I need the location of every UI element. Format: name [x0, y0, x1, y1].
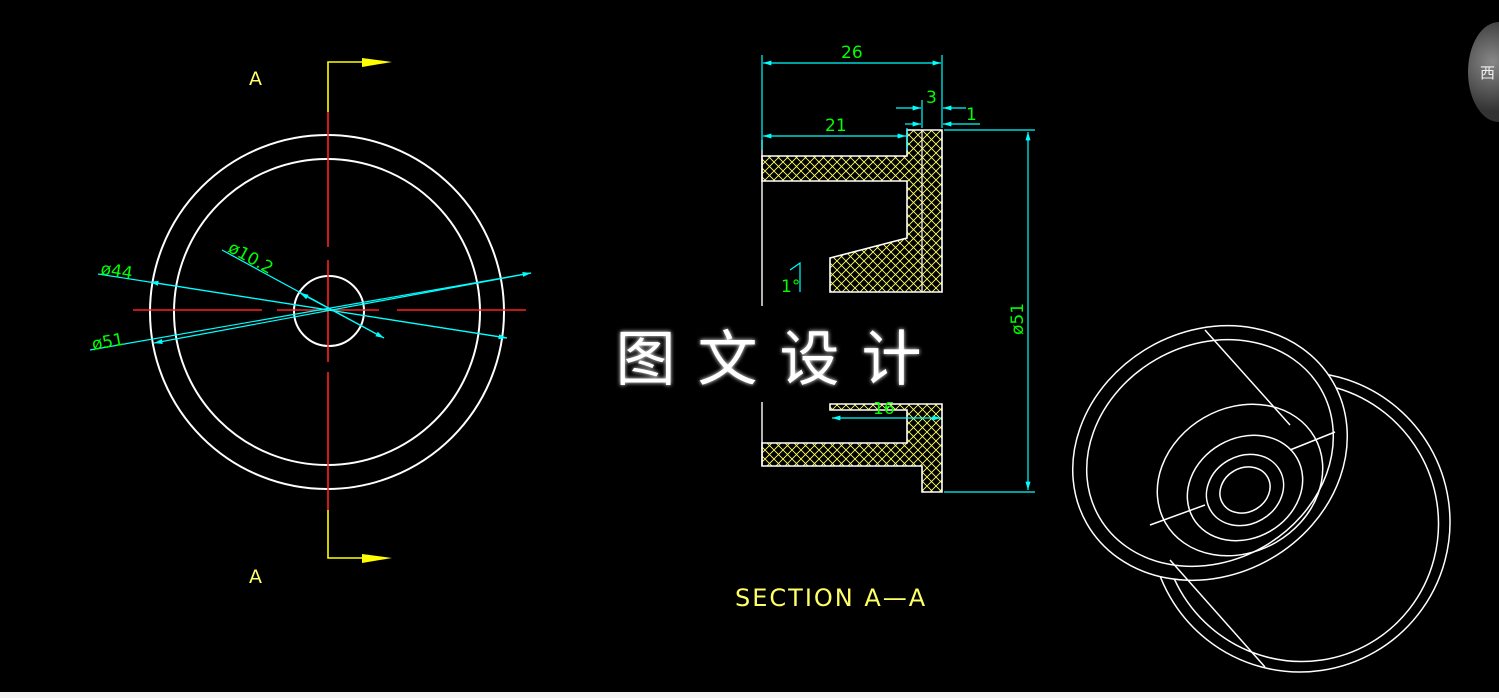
bottom-edge-bar — [0, 692, 1499, 698]
section-label-top: A — [249, 68, 262, 90]
iso-front-rim-outer — [1071, 324, 1349, 582]
center-hole — [293, 275, 365, 347]
dim-text-angle: 1° — [781, 277, 800, 297]
iso-bore-outer — [1205, 453, 1285, 527]
inner-circle — [173, 158, 481, 466]
section-view: 26 3 1 21 16 1° ø51 SECTION A—A — [735, 43, 1035, 612]
dim-text-21: 21 — [825, 116, 847, 136]
section-label-bottom: A — [249, 566, 262, 588]
dim-leader-inner-a — [89, 271, 532, 351]
dim-leader-angle — [789, 261, 801, 292]
iso-rib-right — [1289, 431, 1336, 451]
dim-leader-inner-b — [153, 272, 532, 344]
dim-text-26: 26 — [841, 43, 863, 63]
corner-badge-label: 西 — [1480, 63, 1496, 82]
cutting-plane-arrow-bottom — [362, 554, 392, 563]
watermark-text: 图文设计 — [615, 324, 944, 395]
dim-text-hole: ø10.2 — [225, 238, 277, 279]
dim-text-inner: ø51 — [90, 330, 125, 355]
isometric-view — [1071, 324, 1451, 673]
dim-text-outer: ø44 — [99, 259, 134, 284]
hatch-region-upper — [761, 129, 943, 293]
dim-text-1: 1 — [966, 105, 977, 125]
cutting-plane-arrow-top — [362, 58, 392, 67]
dim-leader-hole-back — [299, 292, 385, 339]
cutting-plane-top — [327, 61, 378, 112]
dim-text-16: 16 — [873, 399, 895, 419]
iso-rib-left — [1149, 504, 1206, 526]
iso-bore-inner — [1219, 466, 1271, 514]
iso-hub-outer — [1156, 403, 1324, 557]
dim-text-51: ø51 — [1008, 303, 1028, 335]
front-view: A A ø44 ø10.2 ø51 — [89, 58, 532, 588]
cutting-plane-bottom — [327, 510, 378, 559]
iso-rib-upper — [1204, 329, 1291, 426]
iso-front-rim-inner — [1085, 338, 1335, 568]
dim-text-3: 3 — [926, 88, 937, 108]
iso-rib-lower — [1169, 559, 1266, 668]
outer-circle — [149, 134, 505, 490]
hatch-region-lower — [761, 403, 943, 493]
iso-hub-mid — [1186, 434, 1304, 542]
section-title: SECTION A—A — [735, 584, 927, 612]
watermark-overlay: 图文设计 — [577, 306, 960, 402]
